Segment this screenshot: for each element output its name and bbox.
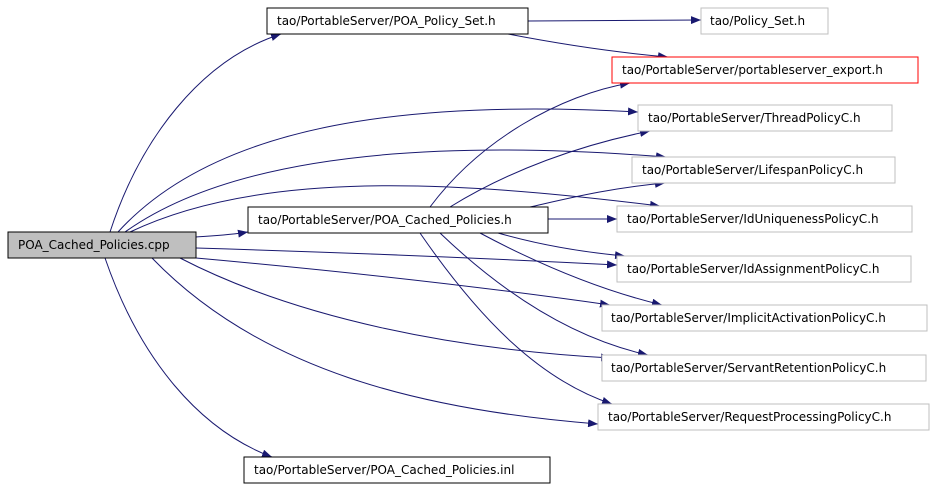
edge-cached-policies-to-threadpolicy — [449, 129, 651, 208]
node-label: tao/PortableServer/ThreadPolicyC.h — [648, 111, 861, 125]
edge-cpp-to-threadpolicy — [117, 107, 639, 233]
node-tao-policy-set-h[interactable]: tao/Policy_Set.h — [700, 7, 829, 35]
node-label: tao/Policy_Set.h — [710, 14, 805, 28]
node-label: tao/PortableServer/IdAssignmentPolicyC.h — [627, 262, 879, 276]
node-poa-policy-set-h[interactable]: tao/PortableServer/POA_Policy_Set.h — [266, 7, 529, 35]
node-label: tao/PortableServer/ServantRetentionPolic… — [611, 361, 886, 375]
edge-policy-set-to-tao-policy-set — [527, 16, 702, 25]
edges-layer — [104, 16, 702, 458]
edge-cached-policies-to-lifespan — [529, 179, 666, 208]
node-label: tao/PortableServer/portableserver_export… — [622, 63, 883, 77]
edge-cached-policies-to-idassignment — [497, 232, 626, 260]
node-lifespanpolicyc-h[interactable]: tao/PortableServer/LifespanPolicyC.h — [631, 156, 896, 184]
node-requestprocessingpolicyc-h[interactable]: tao/PortableServer/RequestProcessingPoli… — [597, 403, 930, 431]
node-label: tao/PortableServer/POA_Cached_Policies.i… — [254, 463, 514, 477]
node-threadpolicyc-h[interactable]: tao/PortableServer/ThreadPolicyC.h — [637, 104, 893, 132]
edge-cpp-to-poa-cached-policies — [195, 229, 249, 238]
node-implicitactivationpolicyc-h[interactable]: tao/PortableServer/ImplicitActivationPol… — [601, 304, 928, 332]
node-label: POA_Cached_Policies.cpp — [18, 238, 170, 252]
edge-cpp-to-servantretention — [179, 257, 612, 362]
edge-cpp-to-implicitactivation — [195, 257, 611, 308]
edge-policy-set-to-export — [507, 33, 669, 61]
edge-cached-policies-to-requestproc — [419, 232, 613, 405]
edge-cpp-to-lifespanpolicy — [124, 149, 667, 233]
node-portableserver-export-h[interactable]: tao/PortableServer/portableserver_export… — [611, 56, 919, 84]
node-poa-cached-policies-cpp[interactable]: POA_Cached_Policies.cpp — [7, 231, 197, 259]
node-poa-cached-policies-inl[interactable]: tao/PortableServer/POA_Cached_Policies.i… — [243, 456, 551, 484]
node-idassignmentpolicyc-h[interactable]: tao/PortableServer/IdAssignmentPolicyC.h — [616, 255, 912, 283]
edge-cached-policies-to-implicit — [479, 232, 663, 307]
node-poa-cached-policies-h[interactable]: tao/PortableServer/POA_Cached_Policies.h — [247, 206, 549, 234]
edge-cpp-to-requestprocessing — [151, 257, 599, 428]
edge-cached-policies-to-servant — [439, 232, 649, 357]
nodes-layer: POA_Cached_Policies.cpp tao/PortableServ… — [7, 7, 930, 484]
node-label: tao/PortableServer/ImplicitActivationPol… — [611, 311, 886, 325]
edge-cpp-to-idassignment — [195, 247, 618, 269]
node-label: tao/PortableServer/RequestProcessingPoli… — [608, 410, 891, 424]
node-iduniquenesspolicyc-h[interactable]: tao/PortableServer/IdUniquenessPolicyC.h — [616, 205, 913, 233]
node-label: tao/PortableServer/LifespanPolicyC.h — [642, 163, 863, 177]
node-label: tao/PortableServer/IdUniquenessPolicyC.h — [627, 212, 879, 226]
node-servantretentionpolicyc-h[interactable]: tao/PortableServer/ServantRetentionPolic… — [601, 354, 927, 382]
edge-cached-policies-to-export — [429, 80, 631, 208]
edge-cpp-to-inl — [104, 257, 273, 458]
node-label: tao/PortableServer/POA_Policy_Set.h — [277, 14, 496, 28]
node-label: tao/PortableServer/POA_Cached_Policies.h — [258, 213, 512, 227]
edge-cpp-to-iduniqueness — [129, 185, 661, 233]
edge-cpp-to-poa-policy-set — [109, 33, 282, 233]
